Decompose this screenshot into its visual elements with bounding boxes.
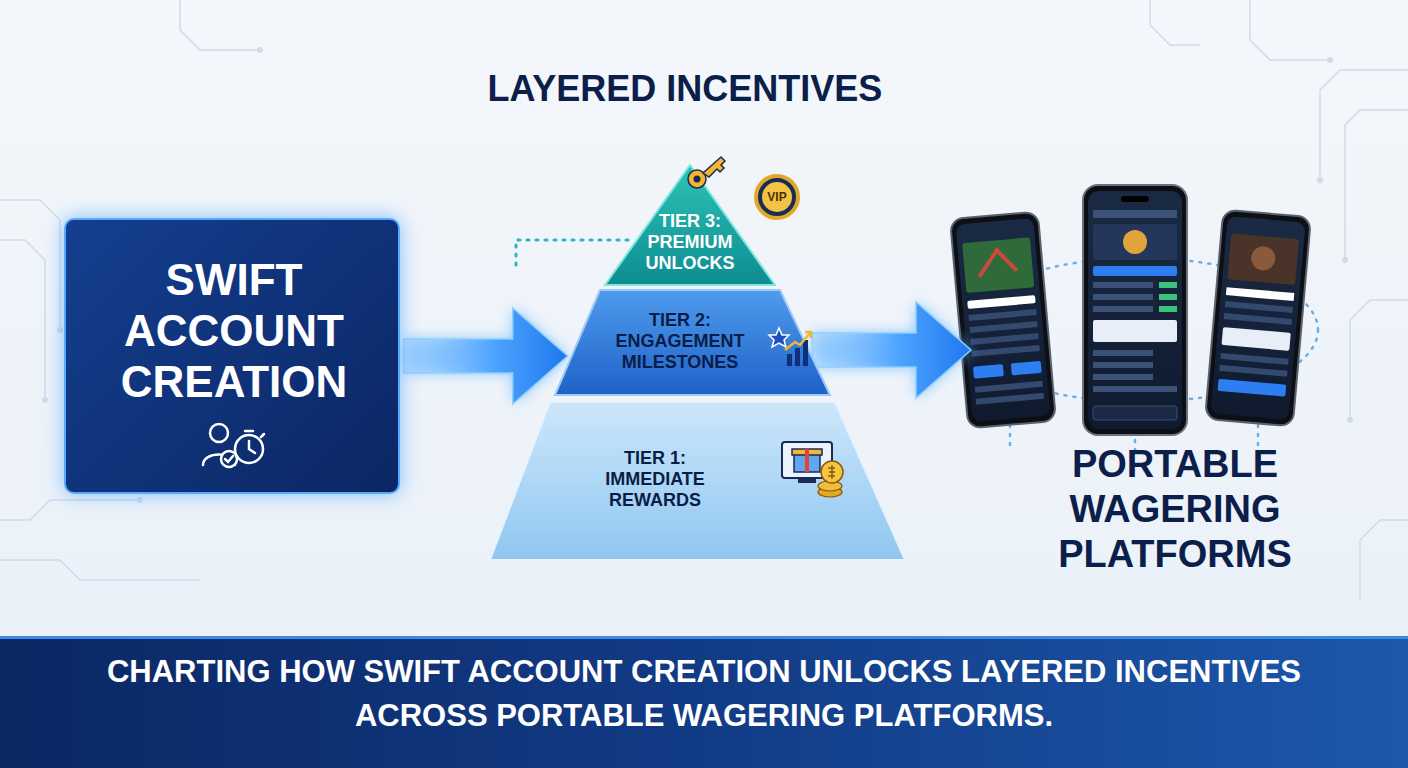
phone-right [1205, 210, 1311, 427]
tier-fill [555, 290, 830, 395]
tier-fill [605, 165, 775, 285]
circuit-traces [0, 0, 1408, 600]
flow-arrow [404, 308, 568, 404]
process-box: SWIFT ACCOUNT CREATION [64, 218, 400, 494]
key-icon [685, 153, 729, 193]
group-heading: LAYERED INCENTIVES [480, 68, 890, 110]
tier-label: TIER 2: ENGAGEMENT MILESTONES [600, 310, 760, 373]
tier-label: TIER 3: PREMIUM UNLOCKS [630, 211, 750, 274]
node-label: PORTABLE WAGERING PLATFORMS [975, 442, 1375, 577]
arrow-body [404, 308, 568, 404]
phone-left [950, 212, 1056, 429]
group-region: PORTABLE WAGERING PLATFORMS [975, 170, 1375, 590]
arrow-glow [813, 302, 971, 398]
caption-band [0, 636, 1408, 768]
caption: CHARTING HOW SWIFT ACCOUNT CREATION UNLO… [40, 650, 1368, 738]
vip-badge [756, 176, 798, 218]
caption-band-edge [0, 636, 1408, 639]
arrow-body [813, 302, 971, 398]
pyramid-tier: TIER 1: IMMEDIATE REWARDS [490, 402, 905, 560]
tier-fill [490, 402, 905, 560]
node-label: SWIFT ACCOUNT CREATION [86, 254, 382, 407]
dotted-leader [516, 240, 628, 270]
phone-center [1083, 185, 1187, 435]
pyramid-tier: TIER 2: ENGAGEMENT MILESTONES [555, 290, 830, 395]
tier-label: TIER 1: IMMEDIATE REWARDS [575, 448, 735, 511]
group-region: LAYERED INCENTIVES TIER 3: PREMIUM UNLOC… [480, 60, 920, 565]
pyramid-tier: TIER 3: PREMIUM UNLOCKS [605, 165, 775, 285]
account-icon [199, 415, 269, 475]
reward-icon [780, 438, 846, 500]
flow-arrow [813, 302, 971, 398]
milestone-icon [767, 326, 813, 368]
badge-text: VIP [757, 189, 797, 205]
arrow-glow [404, 308, 568, 404]
